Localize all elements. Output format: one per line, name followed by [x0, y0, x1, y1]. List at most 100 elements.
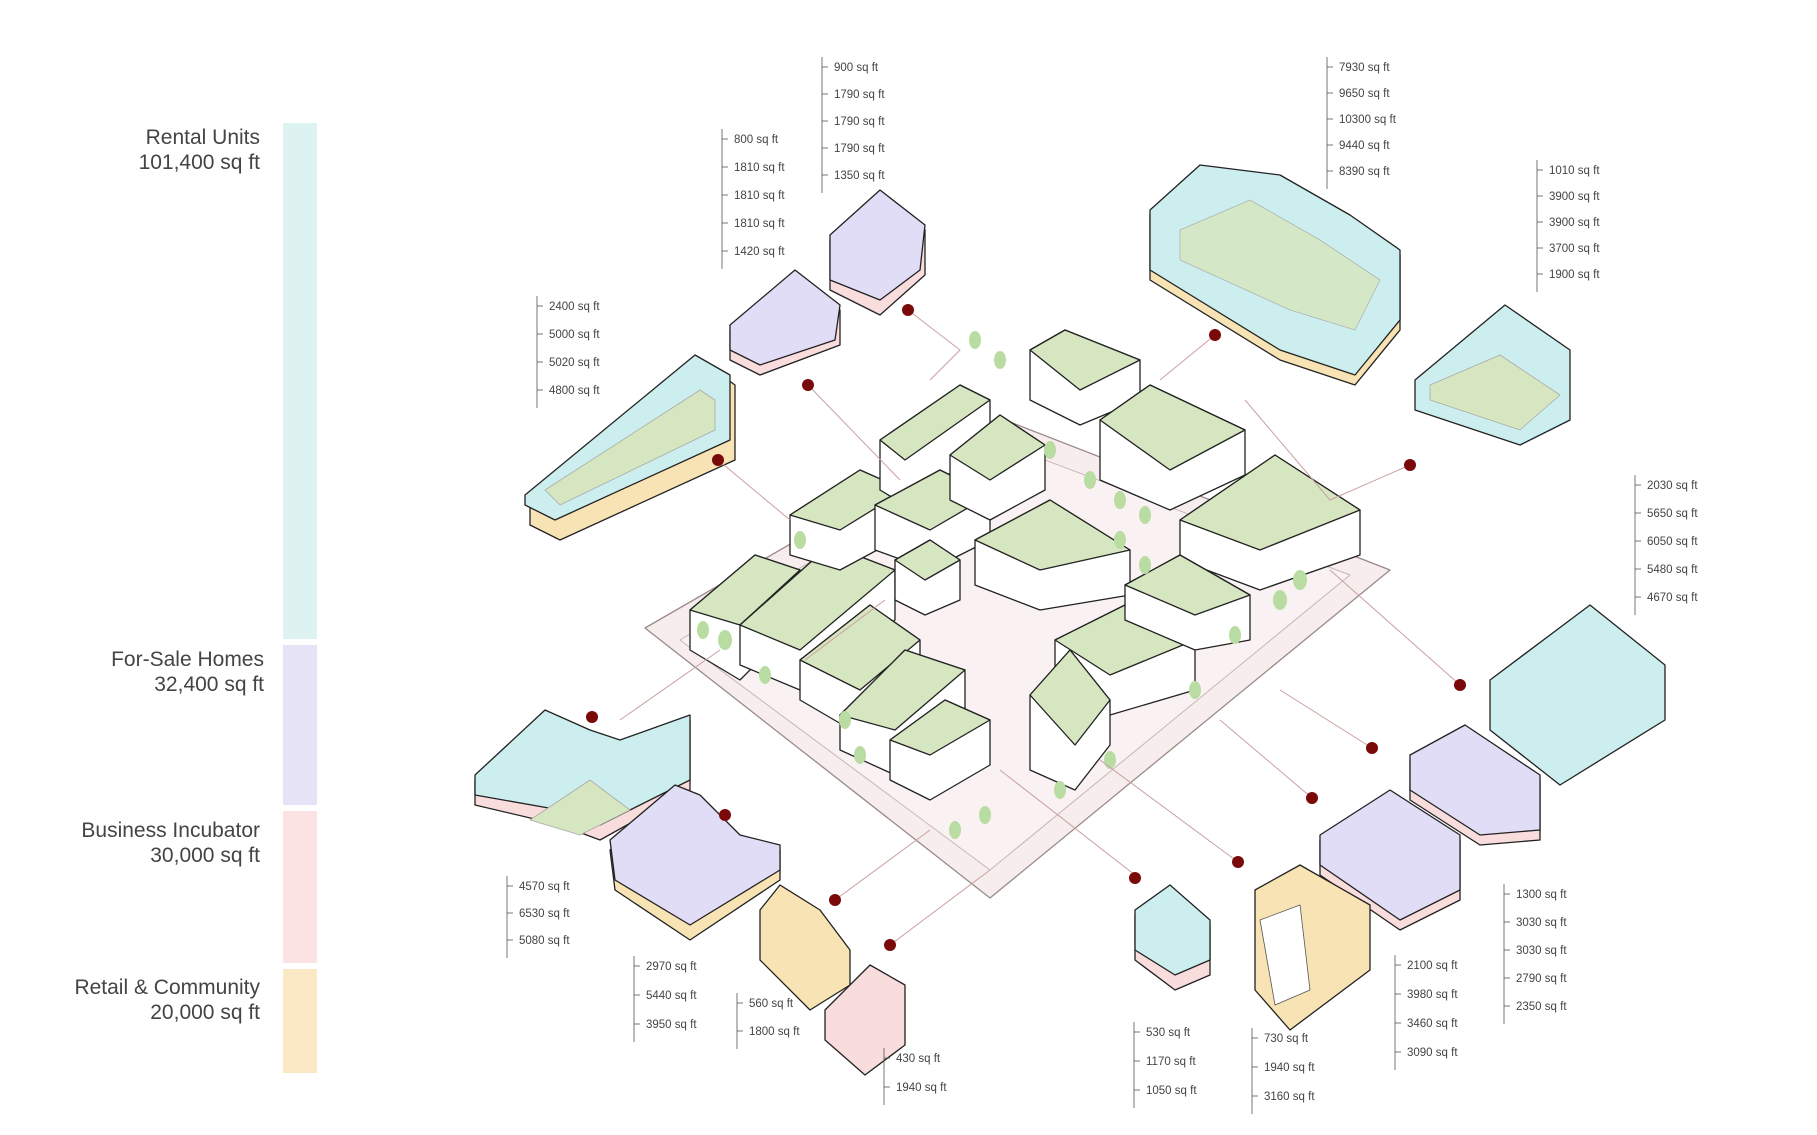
area-label: 6530 sq ft [519, 908, 570, 920]
legend-forsale-label: For-Sale Homes 32,400 sq ft [60, 647, 264, 697]
legend-incubator-name: Business Incubator [81, 819, 260, 842]
central-buildings [689, 329, 1361, 801]
area-label: 1170 sq ft [1146, 1056, 1196, 1068]
area-label: 2790 sq ft [1516, 973, 1567, 985]
area-label: 5480 sq ft [1647, 564, 1698, 576]
area-label: 3090 sq ft [1407, 1047, 1458, 1059]
area-label: 530 sq ft [1146, 1027, 1191, 1039]
area-label: 1420 sq ft [734, 246, 785, 258]
legend-rental-value: 101,400 sq ft [138, 151, 260, 174]
area-label: 2100 sq ft [1407, 960, 1458, 972]
area-label: 1900 sq ft [1549, 269, 1600, 281]
area-label: 3030 sq ft [1516, 945, 1567, 957]
callout-c7: 1300 sq ft 3030 sq ft 3030 sq ft 2790 sq ft… [1503, 884, 1567, 1024]
legend-incubator-bar [283, 811, 317, 963]
building-c10 [1134, 884, 1211, 991]
area-label: 1940 sq ft [896, 1082, 947, 1094]
building-c6 [1489, 604, 1666, 786]
legend-forsale-bar [283, 645, 317, 805]
callout-c8: 2100 sq ft 3980 sq ft 3460 sq ft 3090 sq ft [1394, 955, 1458, 1070]
legend-retail-name: Retail & Community [74, 976, 260, 999]
building-c5 [1414, 304, 1571, 446]
callout-c6: 2030 sq ft 5650 sq ft 6050 sq ft 5480 sq ft… [1634, 475, 1698, 615]
leader-lines [619, 309, 1461, 946]
area-label: 3460 sq ft [1407, 1018, 1458, 1030]
area-label: 1010 sq ft [1549, 165, 1600, 177]
callout-c2: 800 sq ft 1810 sq ft 1810 sq ft 1810 sq ft 1… [721, 129, 785, 269]
area-label: 2400 sq ft [549, 301, 600, 313]
area-label: 1940 sq ft [1264, 1062, 1315, 1074]
area-label: 4800 sq ft [549, 385, 600, 397]
callout-c12: 560 sq ft 1800 sq ft [736, 993, 800, 1049]
building-c9 [1254, 864, 1371, 1031]
building-c3 [524, 354, 736, 541]
area-label: 5000 sq ft [549, 329, 600, 341]
area-label: 7930 sq ft [1339, 62, 1390, 74]
area-label: 1810 sq ft [734, 218, 785, 230]
area-label: 1050 sq ft [1146, 1085, 1197, 1097]
area-label: 5650 sq ft [1647, 508, 1698, 520]
area-label: 1790 sq ft [834, 89, 885, 101]
area-label: 3980 sq ft [1407, 989, 1458, 1001]
area-label: 5440 sq ft [646, 990, 697, 1002]
building-c2 [729, 269, 841, 376]
area-label: 4570 sq ft [519, 881, 570, 893]
legend-retail-bar [283, 969, 317, 1073]
building-c7 [1409, 724, 1541, 846]
central-site-plan [644, 329, 1391, 899]
area-label: 430 sq ft [896, 1053, 941, 1065]
area-label: 3900 sq ft [1549, 217, 1600, 229]
building-c12 [759, 884, 851, 1011]
legend-forsale-value: 32,400 sq ft [154, 673, 264, 696]
building-c11 [824, 964, 906, 1076]
area-label: 800 sq ft [734, 134, 779, 146]
area-label: 1300 sq ft [1516, 889, 1567, 901]
area-label: 10300 sq ft [1339, 114, 1397, 126]
area-label: 2970 sq ft [646, 961, 697, 973]
legend-rental-name: Rental Units [145, 126, 260, 149]
area-label: 3700 sq ft [1549, 243, 1600, 255]
area-label: 4670 sq ft [1647, 592, 1698, 604]
area-label: 1790 sq ft [834, 143, 885, 155]
area-label: 3950 sq ft [646, 1019, 697, 1031]
area-label: 560 sq ft [749, 998, 794, 1010]
callout-c11: 430 sq ft 1940 sq ft [883, 1048, 947, 1105]
area-label: 1800 sq ft [749, 1026, 800, 1038]
legend-retail-label: Retail & Community 20,000 sq ft [40, 975, 260, 1025]
building-c1 [829, 189, 926, 316]
area-label: 5080 sq ft [519, 935, 570, 947]
area-label: 1810 sq ft [734, 190, 785, 202]
area-label: 3030 sq ft [1516, 917, 1567, 929]
building-c4 [1149, 164, 1401, 386]
area-label: 9440 sq ft [1339, 140, 1390, 152]
legend-incubator-value: 30,000 sq ft [150, 844, 260, 867]
callout-c5: 1010 sq ft 3900 sq ft 3900 sq ft 3700 sq ft… [1536, 160, 1600, 292]
building-c14 [474, 709, 691, 841]
area-label: 1350 sq ft [834, 170, 885, 182]
legend-rental-label: Rental Units 101,400 sq ft [60, 125, 260, 175]
area-label: 1790 sq ft [834, 116, 885, 128]
legend-rental-bar [283, 123, 317, 639]
callout-c10: 530 sq ft 1170 sq ft 1050 sq ft [1133, 1022, 1197, 1108]
area-label: 3900 sq ft [1549, 191, 1600, 203]
area-label: 5020 sq ft [549, 357, 600, 369]
legend-forsale-name: For-Sale Homes [111, 648, 264, 671]
area-label: 2350 sq ft [1516, 1001, 1567, 1013]
area-label: 8390 sq ft [1339, 166, 1390, 178]
callout-c3: 2400 sq ft 5000 sq ft 5020 sq ft 4800 sq ft [536, 296, 600, 408]
building-c13 [609, 784, 781, 941]
trees [697, 331, 1307, 839]
callout-c13: 2970 sq ft 5440 sq ft 3950 sq ft [633, 956, 697, 1042]
area-label: 6050 sq ft [1647, 536, 1698, 548]
area-label: 1810 sq ft [734, 162, 785, 174]
building-c8 [1319, 789, 1461, 931]
legend-retail-value: 20,000 sq ft [150, 1001, 260, 1024]
area-label: 2030 sq ft [1647, 480, 1698, 492]
callout-c14: 4570 sq ft 6530 sq ft 5080 sq ft [506, 876, 570, 958]
leader-dots [586, 304, 1466, 951]
area-label: 730 sq ft [1264, 1033, 1309, 1045]
